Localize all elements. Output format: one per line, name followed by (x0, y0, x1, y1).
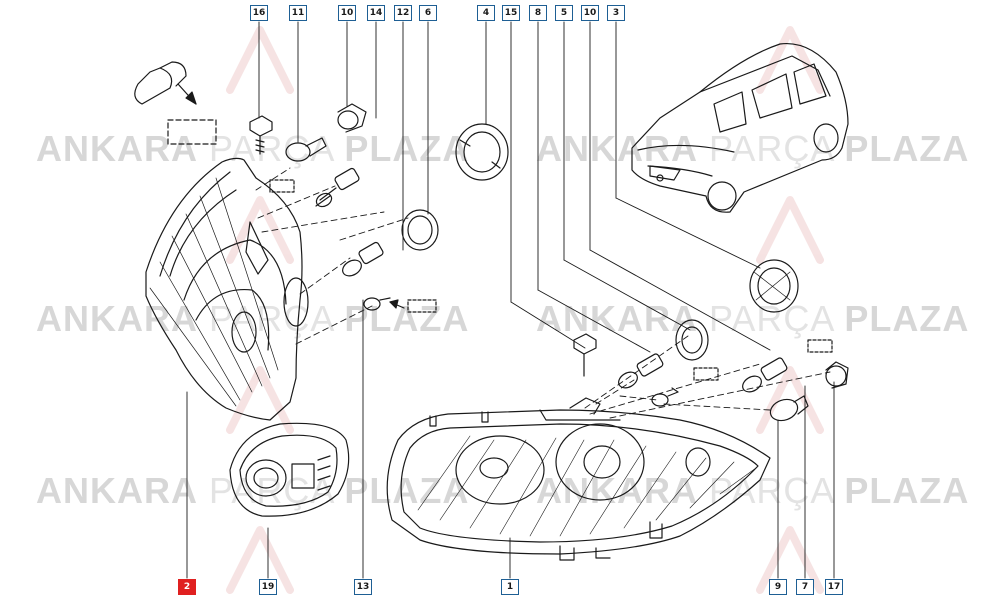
fog-lamp (229, 422, 350, 517)
indicator-socket (825, 361, 849, 389)
callout-9[interactable]: 9 (769, 579, 787, 595)
position-bulb (363, 297, 437, 313)
callout-8[interactable]: 8 (529, 5, 547, 21)
callout-15[interactable]: 15 (502, 5, 520, 21)
screw (249, 115, 273, 155)
callout-14[interactable]: 14 (367, 5, 385, 21)
bulb-cap (675, 319, 709, 361)
callout-10-right[interactable]: 10 (581, 5, 599, 21)
main-bulb (618, 353, 719, 389)
car-illustration (631, 42, 849, 213)
callout-4[interactable]: 4 (477, 5, 495, 21)
high-beam-bulb (742, 339, 833, 393)
callout-5[interactable]: 5 (555, 5, 573, 21)
logo-watermark (226, 26, 824, 594)
headlamp-side-view (145, 157, 309, 421)
back-cap (455, 123, 509, 181)
headlamp-front-view (386, 397, 771, 561)
wedge-bulb (269, 137, 327, 193)
callout-2[interactable]: 2 (178, 579, 196, 595)
callout-13[interactable]: 13 (354, 579, 372, 595)
callout-3[interactable]: 3 (607, 5, 625, 21)
mounting-screw (573, 333, 597, 377)
indicator-bulb (769, 395, 809, 422)
callout-1[interactable]: 1 (501, 579, 519, 595)
callout-11[interactable]: 11 (289, 5, 307, 21)
rear-cover (749, 259, 799, 313)
callout-16[interactable]: 16 (250, 5, 268, 21)
bulb-socket (337, 103, 367, 133)
side-bulb (134, 61, 217, 145)
h7-bulb (315, 167, 360, 208)
callout-7[interactable]: 7 (796, 579, 814, 595)
h7-bulb-low (342, 241, 384, 277)
callout-19[interactable]: 19 (259, 579, 277, 595)
callout-6[interactable]: 6 (419, 5, 437, 21)
callout-12[interactable]: 12 (394, 5, 412, 21)
callout-10-left[interactable]: 10 (338, 5, 356, 21)
side-marker-bulb (651, 387, 679, 407)
dust-cap (401, 209, 439, 251)
callout-17[interactable]: 17 (825, 579, 843, 595)
